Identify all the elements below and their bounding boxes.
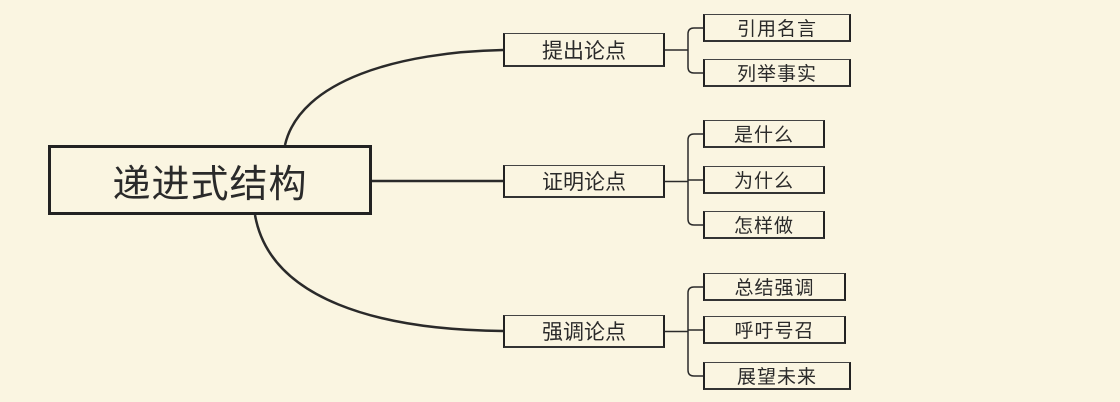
connector-bracket: [687, 27, 703, 74]
root-node[interactable]: 递进式结构: [48, 145, 372, 215]
connector-root-branch-0: [283, 48, 504, 146]
leaf-node[interactable]: 是什么: [703, 120, 825, 148]
branch-label: 强调论点: [542, 320, 626, 344]
connector-root-branch-2: [253, 214, 504, 333]
leaf-label: 呼吁号召: [734, 320, 815, 342]
leaf-label: 怎样做: [733, 215, 794, 237]
leaf-node[interactable]: 引用名言: [703, 14, 851, 42]
connector-bracket: [687, 286, 703, 377]
leaf-node[interactable]: 怎样做: [703, 211, 825, 239]
branch-node[interactable]: 提出论点: [503, 33, 665, 67]
branch-node[interactable]: 证明论点: [503, 165, 665, 198]
branch-node[interactable]: 强调论点: [503, 315, 665, 348]
leaf-label: 列举事实: [736, 63, 817, 85]
leaf-label: 引用名言: [736, 18, 817, 40]
leaf-node[interactable]: 呼吁号召: [703, 316, 846, 344]
leaf-node[interactable]: 展望未来: [703, 362, 851, 390]
leaf-node[interactable]: 列举事实: [703, 59, 851, 87]
root-label: 递进式结构: [112, 161, 308, 206]
branch-label: 提出论点: [542, 38, 626, 63]
branch-label: 证明论点: [542, 170, 626, 194]
leaf-label: 为什么: [733, 170, 794, 192]
leaf-label: 是什么: [733, 124, 794, 146]
leaf-node[interactable]: 总结强调: [703, 273, 846, 301]
leaf-label: 总结强调: [734, 277, 815, 299]
leaf-node[interactable]: 为什么: [703, 166, 825, 194]
leaf-label: 展望未来: [736, 366, 817, 388]
